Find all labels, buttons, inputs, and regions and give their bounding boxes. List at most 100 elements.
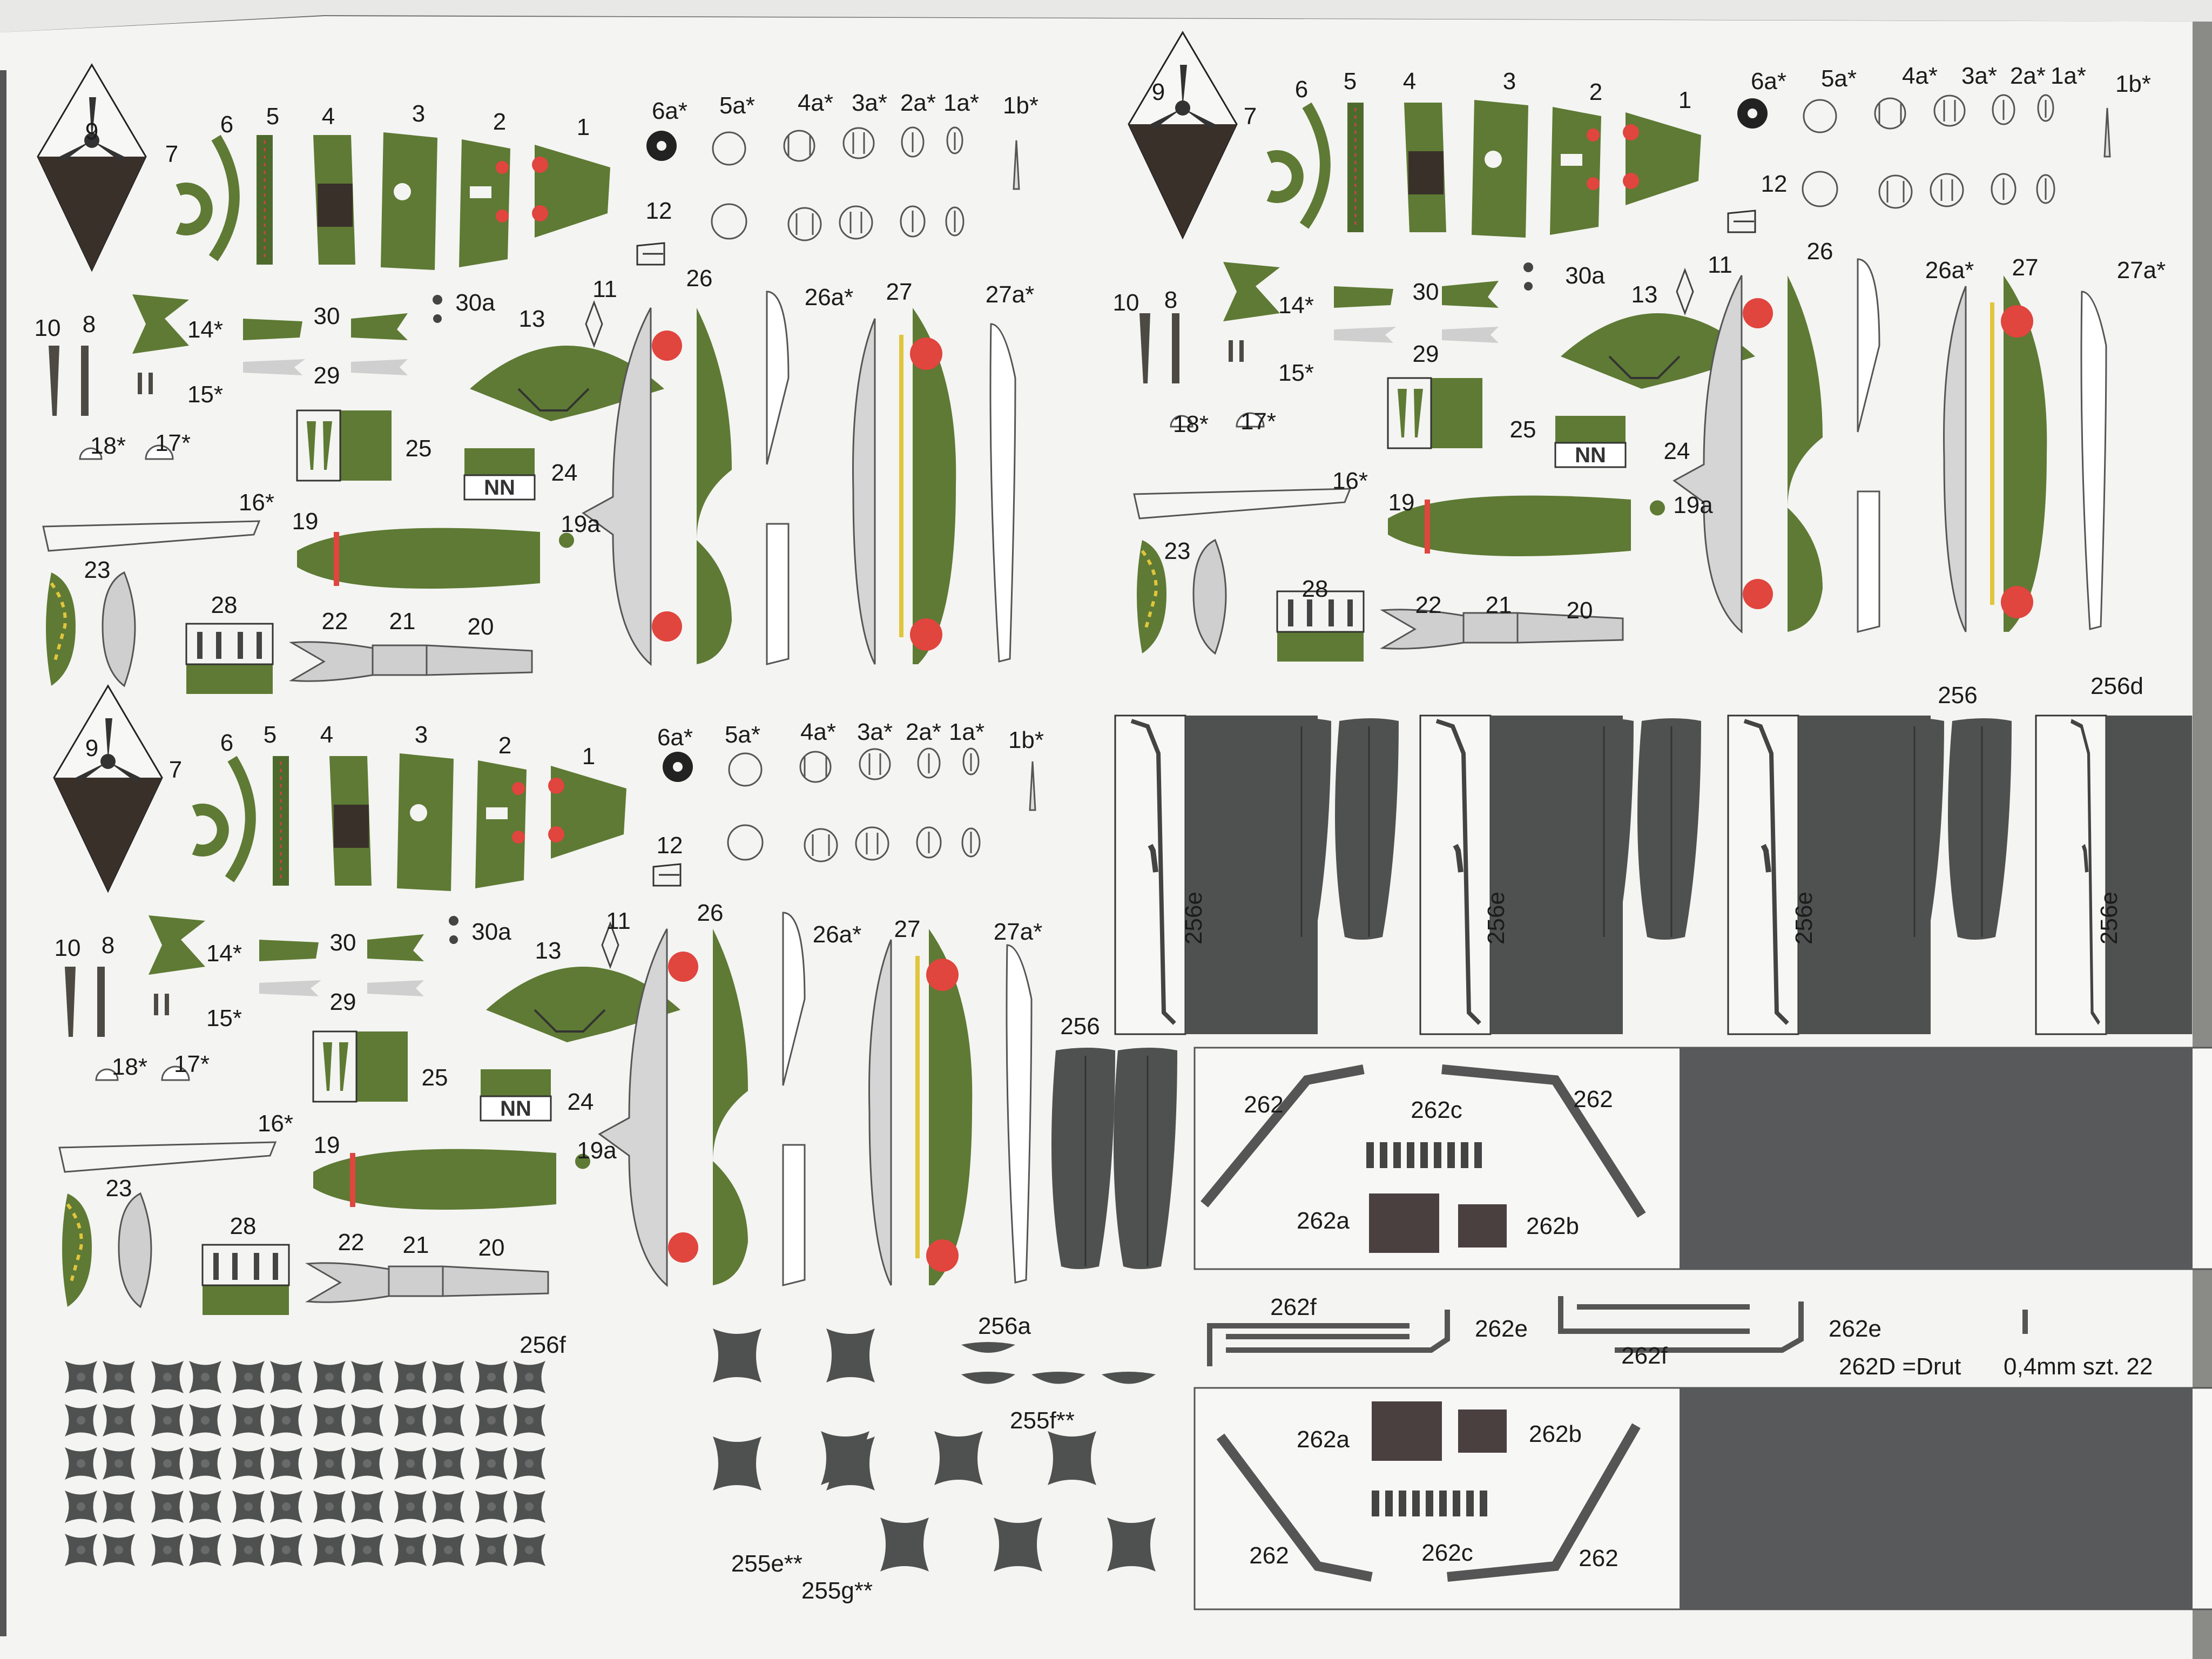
part-label: 30a [1565, 262, 1605, 289]
part-label: 25 [406, 435, 432, 462]
part-label: 23 [84, 557, 111, 583]
part-label: 262a [1297, 1208, 1350, 1234]
part-label: 1a* [949, 719, 984, 745]
part-label: 262 [1579, 1545, 1618, 1572]
part-label: 3a* [1961, 63, 1997, 89]
part-label: 255g** [801, 1577, 873, 1604]
part-label: 29 [330, 989, 356, 1015]
part-label: 262c [1421, 1540, 1473, 1566]
part-label: 5a* [1821, 65, 1857, 92]
part-label: 5a* [725, 721, 760, 748]
part-label: 26a* [805, 284, 854, 311]
part-label: 3 [412, 100, 425, 127]
part-label: 262e [1829, 1316, 1881, 1342]
part-label: 30a [455, 289, 495, 316]
part-label: 14* [1278, 292, 1314, 319]
part-label: 4a* [800, 719, 836, 745]
part-label: 21 [1486, 592, 1512, 618]
part-label: 8 [1164, 287, 1177, 313]
part-label: 1 [582, 743, 595, 770]
part-label: 6 [220, 730, 233, 756]
part-label: 255f** [1010, 1407, 1075, 1434]
part-label: 4 [322, 103, 335, 130]
wire-note: 262D =Drut 0,4mm szt. 22 [1839, 1353, 2153, 1380]
part-label: 256e [2096, 892, 2122, 945]
part-label: 27 [886, 279, 913, 305]
part-label: 17* [174, 1051, 210, 1077]
part-label: 15* [187, 381, 223, 408]
part-label: 28 [211, 592, 238, 618]
part-label: 262c [1411, 1097, 1462, 1123]
part-label: 19 [314, 1132, 340, 1158]
part-label: 1b* [1003, 92, 1038, 119]
part-label: 1b* [2115, 71, 2151, 97]
part-label: 5 [264, 721, 276, 748]
part-label: 12 [1761, 171, 1788, 197]
part-label: 262b [1526, 1213, 1579, 1239]
part-label: 262f [1621, 1343, 1668, 1369]
part-label: 11 [592, 276, 617, 302]
wire-note-spec: 0,4mm szt. 22 [2004, 1353, 2153, 1380]
part-label: 25 [1510, 416, 1536, 443]
part-label: 28 [1302, 576, 1328, 602]
part-label: 18* [1173, 411, 1209, 437]
part-label: 28 [230, 1213, 257, 1239]
labels-bottom-left: 9 7 6 5 4 3 2 1 6a* 5a* 4a* 3a* 2a* 1a* … [55, 719, 1044, 1261]
part-label: 24 [551, 460, 578, 486]
part-label: 19 [1388, 489, 1415, 516]
part-label: 30a [471, 919, 511, 945]
part-label: 10 [55, 935, 81, 961]
part-label: 5 [266, 103, 279, 130]
labels-top-right: 9 7 6 5 4 3 2 1 6a* 5a* 4a* 3a* 2a* 1a* … [1113, 63, 2166, 624]
part-label: 15* [1278, 360, 1314, 386]
part-label: 25 [422, 1064, 448, 1091]
part-label: 1 [1678, 87, 1691, 113]
part-label: 27 [2012, 254, 2039, 281]
part-label: 262a [1297, 1426, 1350, 1453]
rails-262f [1207, 1296, 2028, 1366]
part-label: 9 [85, 735, 98, 761]
wing-strips [1050, 716, 2192, 1270]
part-label: 2 [498, 732, 511, 759]
part-label: 26a* [1925, 257, 1974, 284]
part-label: 7 [165, 141, 178, 167]
part-label: 3a* [857, 719, 893, 745]
part-label: 17* [155, 430, 191, 456]
part-label: 20 [1567, 597, 1593, 624]
part-label: 21 [389, 608, 416, 635]
part-label: 22 [338, 1229, 365, 1256]
part-label: 1a* [2051, 63, 2086, 89]
part-label: 18* [112, 1054, 147, 1080]
part-label: 26 [686, 265, 713, 292]
part-label: 6 [220, 111, 233, 138]
part-label: 19 [292, 508, 319, 535]
part-label: 6a* [1751, 68, 1786, 95]
part-label: 11 [606, 908, 631, 934]
part-label: 3 [415, 721, 428, 748]
part-label: 12 [657, 832, 683, 859]
part-label: 2a* [906, 719, 941, 745]
part-label: 5a* [719, 92, 755, 119]
part-label: 22 [1415, 592, 1442, 618]
part-label: 262f [1270, 1294, 1317, 1320]
part-label: 10 [1113, 289, 1139, 316]
part-label: 19a [561, 511, 601, 537]
part-label: 27a* [986, 281, 1035, 308]
part-label: 23 [1164, 538, 1191, 564]
part-label: 20 [478, 1235, 505, 1261]
part-label: 9 [85, 118, 98, 145]
right-edge [2193, 22, 2212, 1659]
part-label: 3 [1503, 68, 1516, 95]
part-label: 26 [697, 900, 724, 926]
part-label: 24 [1664, 438, 1690, 464]
left-edge [0, 70, 6, 1636]
part-label: 262 [1573, 1086, 1613, 1112]
part-label: 256d [2090, 673, 2143, 699]
part-label: 2a* [900, 90, 936, 116]
part-label: 5 [1344, 68, 1357, 95]
part-label: 4a* [1902, 63, 1938, 89]
part-label: 26a* [813, 921, 862, 948]
part-label: 7 [1244, 103, 1257, 130]
panel-262-top [1193, 1047, 2212, 1270]
wire-note-text: 262D =Drut [1839, 1353, 1961, 1380]
